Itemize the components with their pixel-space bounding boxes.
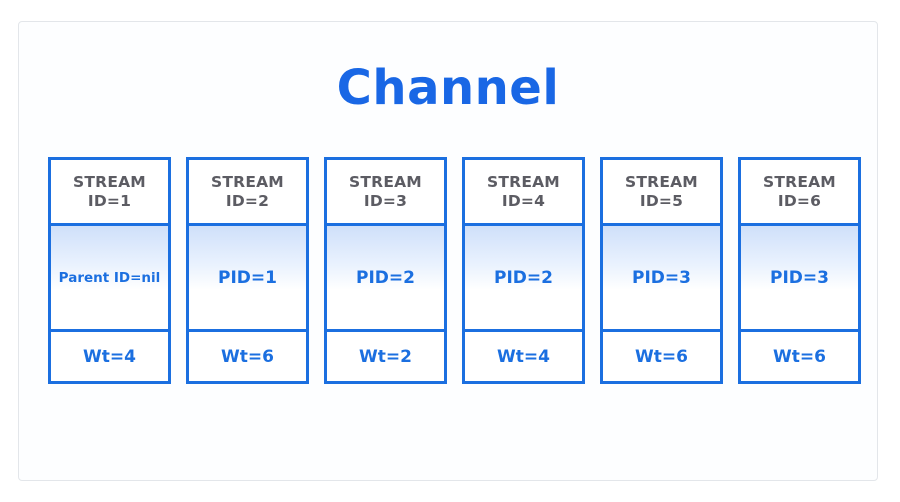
stream-header-2: STREAM ID=2 — [189, 160, 306, 226]
stream-box-6: STREAM ID=6 PID=3 Wt=6 — [738, 157, 861, 384]
stream-header-4: STREAM ID=4 — [465, 160, 582, 226]
stream-box-1: STREAM ID=1 Parent ID=nil Wt=4 — [48, 157, 171, 384]
stream-id-1: ID=1 — [87, 191, 132, 210]
stream-parent-6: PID=3 — [741, 226, 858, 332]
stream-box-5: STREAM ID=5 PID=3 Wt=6 — [600, 157, 723, 384]
stream-box-3: STREAM ID=3 PID=2 Wt=2 — [324, 157, 447, 384]
channel-panel: Channel STREAM ID=1 Parent ID=nil Wt=4 S… — [18, 21, 878, 481]
stream-id-2: ID=2 — [225, 191, 270, 210]
stream-list: STREAM ID=1 Parent ID=nil Wt=4 STREAM ID… — [48, 157, 861, 384]
stream-header-label-4: STREAM — [487, 172, 560, 191]
stream-parent-3: PID=2 — [327, 226, 444, 332]
stream-id-3: ID=3 — [363, 191, 408, 210]
stream-header-5: STREAM ID=5 — [603, 160, 720, 226]
stream-id-6: ID=6 — [777, 191, 822, 210]
stream-weight-5: Wt=6 — [603, 332, 720, 381]
stream-header-label-3: STREAM — [349, 172, 422, 191]
stream-header-1: STREAM ID=1 — [51, 160, 168, 226]
stream-parent-5: PID=3 — [603, 226, 720, 332]
stream-weight-3: Wt=2 — [327, 332, 444, 381]
stream-header-label-5: STREAM — [625, 172, 698, 191]
stream-parent-4: PID=2 — [465, 226, 582, 332]
stream-box-2: STREAM ID=2 PID=1 Wt=6 — [186, 157, 309, 384]
page-title: Channel — [336, 60, 560, 116]
stream-weight-2: Wt=6 — [189, 332, 306, 381]
stream-weight-1: Wt=4 — [51, 332, 168, 381]
stream-box-4: STREAM ID=4 PID=2 Wt=4 — [462, 157, 585, 384]
stream-parent-1: Parent ID=nil — [51, 226, 168, 332]
stream-header-label-2: STREAM — [211, 172, 284, 191]
stream-header-label-1: STREAM — [73, 172, 146, 191]
stream-header-6: STREAM ID=6 — [741, 160, 858, 226]
stream-parent-2: PID=1 — [189, 226, 306, 332]
stream-id-4: ID=4 — [501, 191, 546, 210]
stream-weight-4: Wt=4 — [465, 332, 582, 381]
stream-header-3: STREAM ID=3 — [327, 160, 444, 226]
stream-header-label-6: STREAM — [763, 172, 836, 191]
stream-weight-6: Wt=6 — [741, 332, 858, 381]
stream-id-5: ID=5 — [639, 191, 684, 210]
